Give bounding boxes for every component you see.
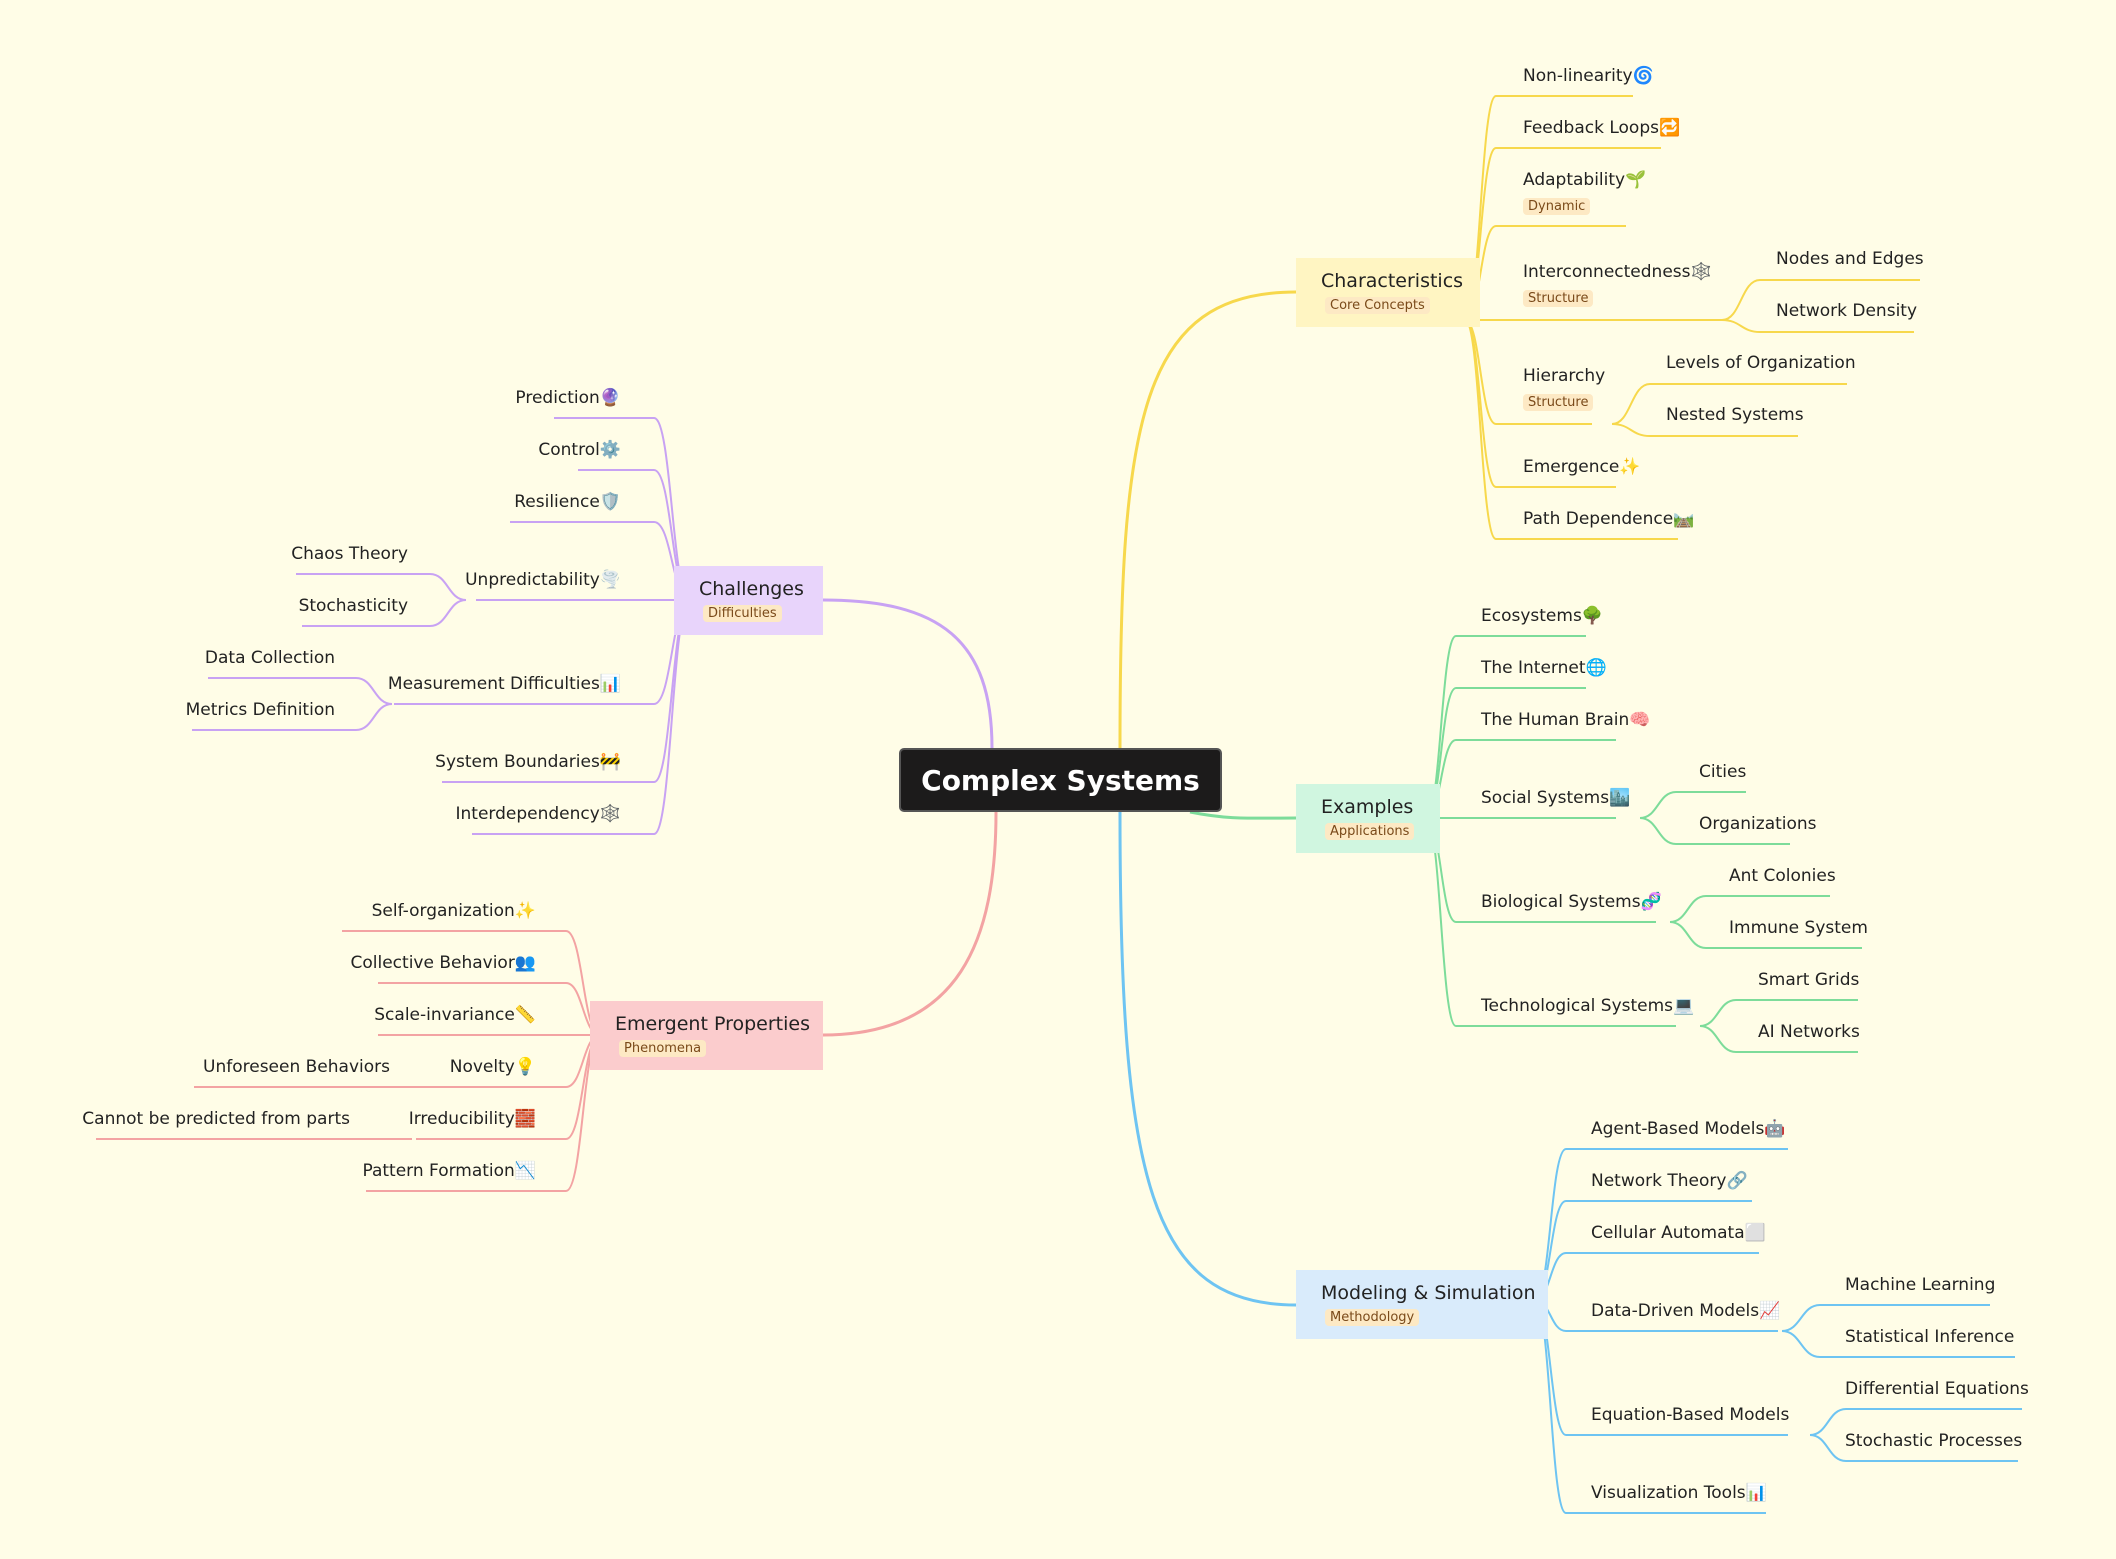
node-adaptability[interactable]: Adaptability🌱: [1523, 170, 1647, 190]
node-stochastic-processes[interactable]: Stochastic Processes: [1845, 1431, 2023, 1451]
node-hierarchy[interactable]: Hierarchy: [1523, 366, 1606, 386]
node-novelty[interactable]: Novelty💡: [449, 1057, 536, 1077]
node-path-dependence[interactable]: Path Dependence🛤️: [1523, 509, 1695, 529]
node-metrics-definition[interactable]: Metrics Definition: [185, 700, 335, 720]
node-measurement-difficulties[interactable]: Measurement Difficulties📊: [387, 674, 621, 694]
edge-social-0: [1639, 791, 1746, 819]
node-differential-equations[interactable]: Differential Equations: [1845, 1379, 2029, 1399]
branch-tag: Methodology: [1325, 1309, 1420, 1326]
node-agent-based-models[interactable]: Agent-Based Models🤖: [1591, 1119, 1786, 1139]
node-scale-invariance[interactable]: Scale-invariance📏: [374, 1005, 536, 1025]
branch-challenges[interactable]: Challenges Difficulties: [674, 566, 823, 635]
edge-datadriven-0: [1781, 1304, 1990, 1332]
edge-tech-1: [1699, 1025, 1858, 1053]
edge-root-challenges: [822, 598, 994, 749]
edge-interconnect-1: [1721, 319, 1914, 333]
node-biological-systems[interactable]: Biological Systems🧬: [1481, 892, 1662, 912]
edge-root-emergent: [822, 811, 998, 1037]
edge-interconnect-0: [1721, 279, 1920, 321]
node-unpredictability[interactable]: Unpredictability🌪️: [465, 570, 621, 590]
edge-tech-0: [1699, 999, 1858, 1027]
branch-examples[interactable]: Examples Applications: [1296, 784, 1440, 853]
node-ai-networks[interactable]: AI Networks: [1758, 1022, 1860, 1042]
node-system-boundaries[interactable]: System Boundaries🚧: [435, 752, 621, 772]
edge-modeling-1: [1534, 1200, 1752, 1301]
node-social-systems[interactable]: Social Systems🏙️: [1481, 788, 1631, 808]
node-machine-learning[interactable]: Machine Learning: [1845, 1275, 1996, 1295]
node-prediction[interactable]: Prediction🔮: [515, 388, 621, 408]
branch-title: Examples: [1321, 796, 1414, 818]
node-pattern-formation[interactable]: Pattern Formation📉: [362, 1161, 536, 1181]
node-control[interactable]: Control⚙️: [538, 440, 621, 460]
branch-modeling-simulation[interactable]: Modeling & Simulation Methodology: [1296, 1270, 1548, 1339]
node-feedback-loops[interactable]: Feedback Loops🔁: [1523, 118, 1681, 138]
edge-hierarchy-1: [1611, 423, 1798, 437]
branch-tag: Applications: [1325, 823, 1415, 840]
edge-modeling-2: [1534, 1252, 1759, 1301]
edge-bio-0: [1669, 895, 1830, 923]
node-cannot-be-predicted[interactable]: Cannot be predicted from parts: [82, 1109, 350, 1129]
node-data-collection[interactable]: Data Collection: [204, 648, 335, 668]
node-statistical-inference[interactable]: Statistical Inference: [1845, 1327, 2015, 1347]
node-immune-system[interactable]: Immune System: [1729, 918, 1868, 938]
root-node[interactable]: Complex Systems: [899, 748, 1222, 812]
edge-unpredict-1: [302, 599, 467, 627]
node-interdependency[interactable]: Interdependency🕸️: [455, 804, 621, 824]
edge-hierarchy-0: [1611, 383, 1847, 425]
node-data-driven-models[interactable]: Data-Driven Models📈: [1591, 1301, 1781, 1321]
edge-characteristics-6: [1464, 319, 1678, 540]
edge-social-1: [1639, 817, 1790, 845]
edge-root-characteristics: [1118, 290, 1297, 749]
node-network-theory[interactable]: Network Theory🔗: [1591, 1171, 1748, 1191]
edge-equation-1: [1809, 1434, 2018, 1462]
branch-tag: Phenomena: [619, 1040, 707, 1057]
node-collective-behavior[interactable]: Collective Behavior👥: [350, 953, 537, 973]
edge-root-examples: [1189, 810, 1297, 820]
node-interconnectedness[interactable]: Interconnectedness🕸️: [1523, 262, 1712, 282]
node-visualization-tools[interactable]: Visualization Tools📊: [1591, 1483, 1767, 1503]
node-self-organization[interactable]: Self-organization✨: [371, 901, 536, 921]
node-equation-based-models[interactable]: Equation-Based Models: [1591, 1405, 1790, 1425]
edge-unpredict-0: [296, 573, 467, 601]
node-network-density[interactable]: Network Density: [1776, 301, 1918, 321]
edge-measure-0: [208, 677, 393, 705]
node-smart-grids[interactable]: Smart Grids: [1758, 970, 1860, 990]
branch-tag: Core Concepts: [1325, 297, 1430, 314]
node-stochasticity[interactable]: Stochasticity: [298, 596, 408, 616]
node-non-linearity[interactable]: Non-linearity🌀: [1523, 66, 1654, 86]
node-tag: Structure: [1523, 394, 1594, 411]
branch-title: Emergent Properties: [615, 1013, 810, 1035]
branch-emergent-properties[interactable]: Emergent Properties Phenomena: [590, 1001, 823, 1070]
node-ant-colonies[interactable]: Ant Colonies: [1729, 866, 1836, 886]
node-irreducibility[interactable]: Irreducibility🧱: [408, 1109, 536, 1129]
node-ecosystems[interactable]: Ecosystems🌳: [1481, 606, 1603, 626]
node-levels-of-organization[interactable]: Levels of Organization: [1666, 353, 1856, 373]
edge-challenges-6: [472, 599, 691, 835]
branch-title: Characteristics: [1321, 270, 1464, 292]
node-unforeseen-behaviors[interactable]: Unforeseen Behaviors: [203, 1057, 390, 1077]
node-nodes-and-edges[interactable]: Nodes and Edges: [1776, 249, 1924, 269]
node-tag: Structure: [1523, 290, 1594, 307]
branch-title: Challenges: [699, 578, 804, 600]
node-nested-systems[interactable]: Nested Systems: [1666, 405, 1804, 425]
branch-characteristics[interactable]: Characteristics Core Concepts: [1296, 258, 1480, 327]
node-the-human-brain[interactable]: The Human Brain🧠: [1481, 710, 1651, 730]
node-emergence[interactable]: Emergence✨: [1523, 457, 1641, 477]
edge-bio-1: [1669, 921, 1862, 949]
node-the-internet[interactable]: The Internet🌐: [1481, 658, 1607, 678]
node-chaos-theory[interactable]: Chaos Theory: [291, 544, 408, 564]
edge-root-modeling: [1118, 811, 1297, 1307]
edge-measure-1: [192, 703, 393, 731]
node-cellular-automata[interactable]: Cellular Automata⬜: [1591, 1223, 1766, 1243]
branch-title: Modeling & Simulation: [1321, 1282, 1536, 1304]
node-cities[interactable]: Cities: [1699, 762, 1747, 782]
node-resilience[interactable]: Resilience🛡️: [514, 492, 621, 512]
node-technological-systems[interactable]: Technological Systems💻: [1481, 996, 1695, 1016]
edge-datadriven-1: [1781, 1330, 2015, 1358]
branch-tag: Difficulties: [703, 605, 782, 622]
edge-equation-0: [1809, 1408, 2022, 1436]
node-tag: Dynamic: [1523, 198, 1591, 215]
node-organizations[interactable]: Organizations: [1699, 814, 1817, 834]
